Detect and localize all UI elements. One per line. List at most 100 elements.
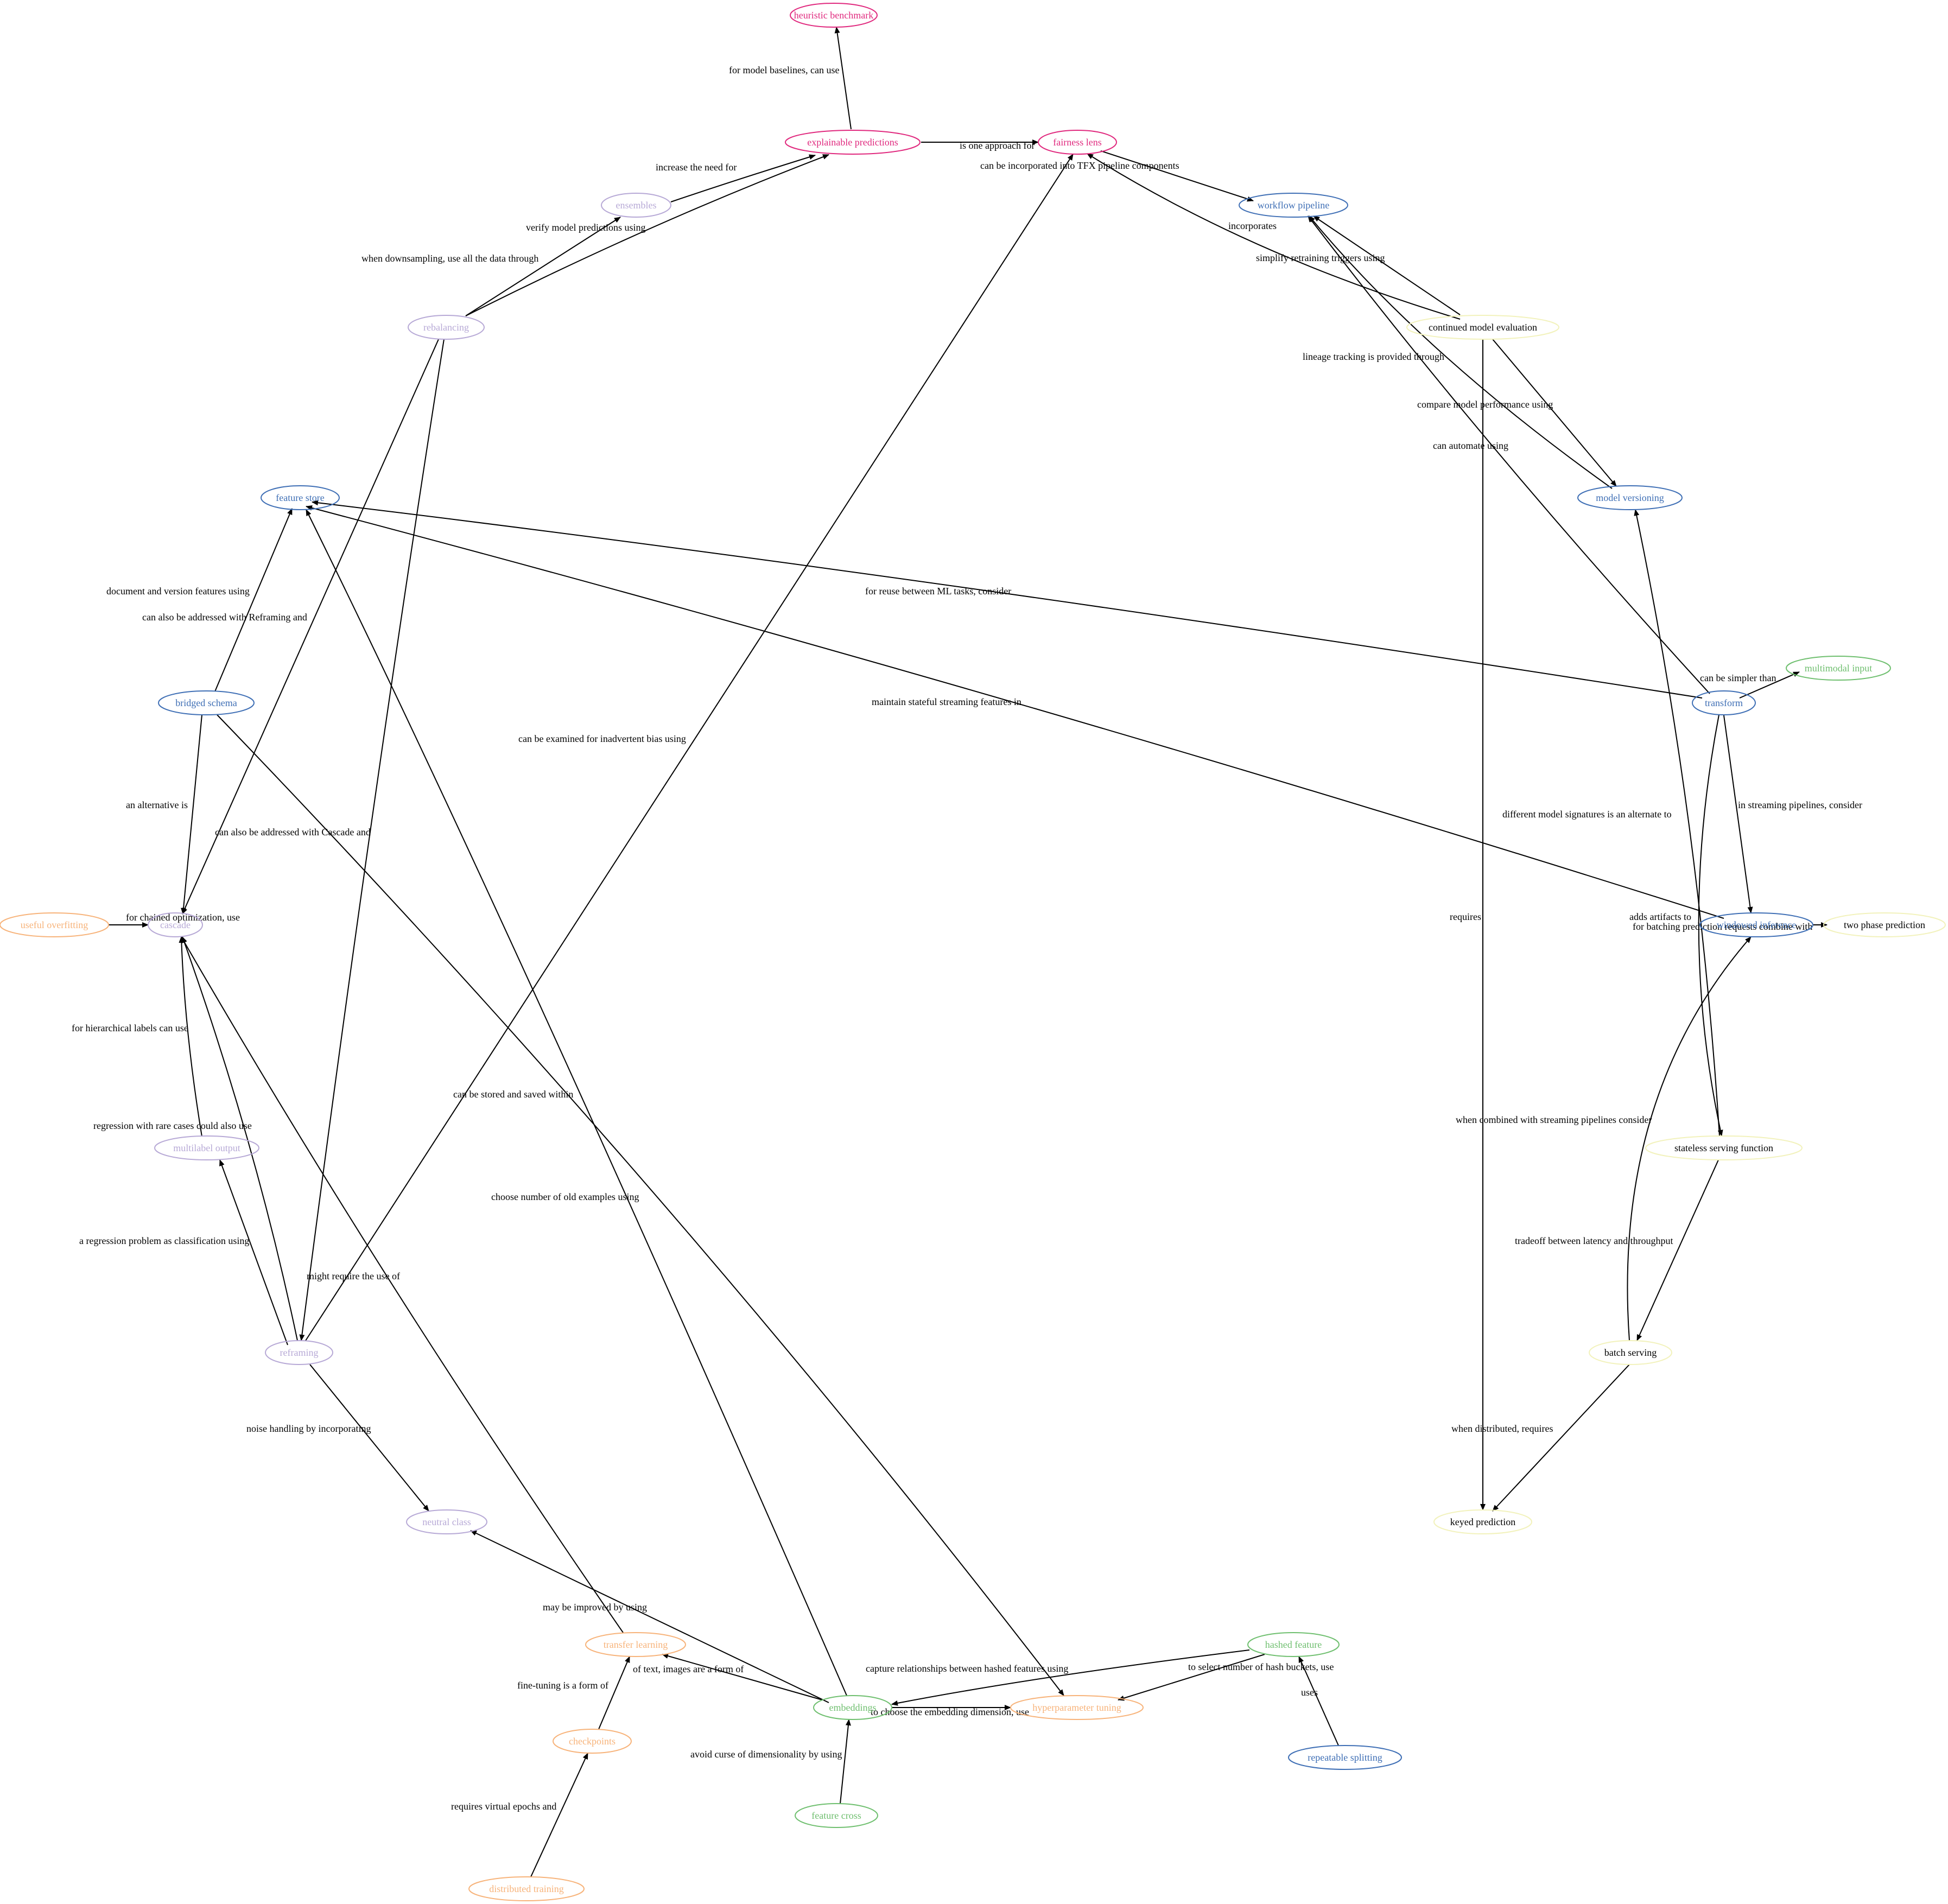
node-ellipse [813, 1695, 892, 1720]
node-ellipse [1645, 1135, 1803, 1160]
node-explainable-predictions[interactable]: explainable predictions [785, 130, 921, 155]
edge-label: simplify retraining triggers using [1256, 252, 1385, 263]
edge-label: verify model predictions using [526, 222, 645, 233]
node-label: embeddings [829, 1702, 877, 1713]
node-feature-store[interactable]: feature store [261, 485, 340, 510]
node-ellipse [1247, 1632, 1340, 1657]
node-heuristic-benchmark[interactable]: heuristic benchmark [790, 3, 878, 28]
node-label: cascade [160, 919, 191, 930]
edge-label: for reuse between ML tasks, consider [865, 586, 1011, 596]
node-label: hyperparameter tuning [1032, 1702, 1121, 1713]
edges-layer [109, 27, 1828, 1877]
edge-model-versioning-to-workflow-pipeline [1309, 215, 1613, 489]
node-two-phase-prediction[interactable]: two phase prediction [1823, 912, 1946, 937]
edge-label: tradeoff between latency and throughput [1515, 1235, 1673, 1246]
node-ellipse [1010, 1695, 1144, 1720]
edge-label: to choose the embedding dimension, use [871, 1706, 1029, 1717]
edge-label: adds artifacts to [1629, 911, 1691, 922]
node-label: fairness lens [1053, 137, 1101, 148]
edge-label: can be stored and saved within [453, 1089, 573, 1100]
node-keyed-prediction[interactable]: keyed prediction [1433, 1509, 1532, 1534]
node-ellipse [1406, 315, 1559, 340]
node-ellipse [154, 1135, 259, 1160]
node-label: transfer learning [604, 1639, 668, 1650]
edge-reframing-to-fairness-lens [305, 154, 1074, 1341]
node-multimodal-input[interactable]: multimodal input [1786, 656, 1891, 681]
node-neutral-class[interactable]: neutral class [406, 1509, 487, 1534]
node-label: hashed feature [1265, 1639, 1322, 1650]
node-batch-serving[interactable]: batch serving [1589, 1340, 1672, 1365]
edge-embeddings-to-feature-store [306, 509, 847, 1696]
edge-rebalancing-to-cascade [182, 339, 439, 915]
node-label: rebalancing [423, 322, 469, 333]
edge-label: can also be addressed with Cascade and [215, 827, 371, 837]
edge-stateless-serving-function-to-model-versioning [1634, 509, 1720, 1137]
node-embeddings[interactable]: embeddings [813, 1695, 892, 1720]
edge-stateless-serving-function-to-batch-serving [1636, 1159, 1719, 1341]
edge-transform-to-feature-store [312, 500, 1703, 699]
node-checkpoints[interactable]: checkpoints [553, 1729, 632, 1754]
edge-label: when downsampling, use all the data thro… [361, 253, 538, 264]
node-ellipse [585, 1632, 686, 1657]
node-label: continued model evaluation [1429, 322, 1537, 333]
node-bridged-schema[interactable]: bridged schema [158, 690, 255, 715]
edge-label: can be examined for inadvertent bias usi… [518, 733, 686, 744]
node-ellipse [406, 1509, 487, 1534]
node-ellipse [1288, 1745, 1402, 1770]
node-ellipse [1699, 912, 1813, 937]
edge-explainable-predictions-to-heuristic-benchmark [834, 27, 852, 130]
node-transform[interactable]: transform [1692, 690, 1756, 715]
node-workflow-pipeline[interactable]: workflow pipeline [1239, 193, 1348, 218]
edge-windowed-inference-to-feature-store [306, 505, 1724, 919]
edge-transform-to-stateless-serving-function [1698, 714, 1723, 1137]
node-multilabel-output[interactable]: multilabel output [154, 1135, 259, 1160]
node-reframing[interactable]: reframing [265, 1340, 333, 1365]
edge-label: can automate using [1433, 440, 1508, 451]
edge-label: fine-tuning is a form of [517, 1680, 608, 1691]
node-rebalancing[interactable]: rebalancing [408, 315, 485, 340]
node-ellipse [148, 912, 203, 937]
edge-label: can be simpler than [1700, 672, 1776, 683]
node-ellipse [785, 130, 921, 155]
node-hashed-feature[interactable]: hashed feature [1247, 1632, 1340, 1657]
edge-bridged-schema-to-hyperparameter-tuning [217, 714, 1064, 1696]
edge-label: a regression problem as classification u… [79, 1235, 249, 1246]
node-fairness-lens[interactable]: fairness lens [1038, 130, 1117, 155]
edge-bridged-schema-to-feature-store [214, 508, 293, 692]
node-stateless-serving-function[interactable]: stateless serving function [1645, 1135, 1803, 1160]
node-ellipse [261, 485, 340, 510]
node-label: feature cross [811, 1810, 861, 1821]
edge-label: is one approach for [960, 140, 1035, 151]
node-useful-overfitting[interactable]: useful overfitting [0, 912, 109, 937]
node-distributed-training[interactable]: distributed training [468, 1876, 585, 1901]
edge-reframing-to-cascade [182, 936, 298, 1341]
edge-hashed-feature-to-embeddings [891, 1649, 1250, 1706]
node-ellipse [553, 1729, 632, 1754]
edge-label: requires [1450, 911, 1481, 922]
node-label: ensembles [616, 200, 657, 211]
node-continued-model-evaluation[interactable]: continued model evaluation [1406, 315, 1559, 340]
node-label: windowed inference [1717, 919, 1796, 930]
node-hyperparameter-tuning[interactable]: hyperparameter tuning [1010, 1695, 1144, 1720]
node-cascade[interactable]: cascade [148, 912, 203, 937]
node-model-versioning[interactable]: model versioning [1577, 485, 1683, 510]
node-label: distributed training [489, 1883, 563, 1894]
edge-bridged-schema-to-cascade [181, 714, 202, 915]
edge-label: can be incorporated into TFX pipeline co… [980, 160, 1179, 171]
node-transfer-learning[interactable]: transfer learning [585, 1632, 686, 1657]
node-label: reframing [280, 1347, 319, 1358]
node-feature-cross[interactable]: feature cross [795, 1803, 878, 1828]
node-repeatable-splitting[interactable]: repeatable splitting [1288, 1745, 1402, 1770]
node-ensembles[interactable]: ensembles [601, 193, 671, 218]
node-ellipse [790, 3, 878, 28]
node-ellipse [1589, 1340, 1672, 1365]
edge-label: of text, images are a form of [633, 1664, 744, 1674]
edge-checkpoints-to-transfer-learning [598, 1656, 630, 1730]
node-windowed-inference[interactable]: windowed inference [1699, 912, 1813, 937]
node-label: model versioning [1596, 492, 1664, 503]
edge-label: choose number of old examples using [491, 1191, 639, 1202]
node-ellipse [468, 1876, 585, 1901]
node-label: multilabel output [173, 1143, 240, 1153]
nodes-layer: heuristic benchmark explainable predictio… [0, 3, 1946, 1901]
